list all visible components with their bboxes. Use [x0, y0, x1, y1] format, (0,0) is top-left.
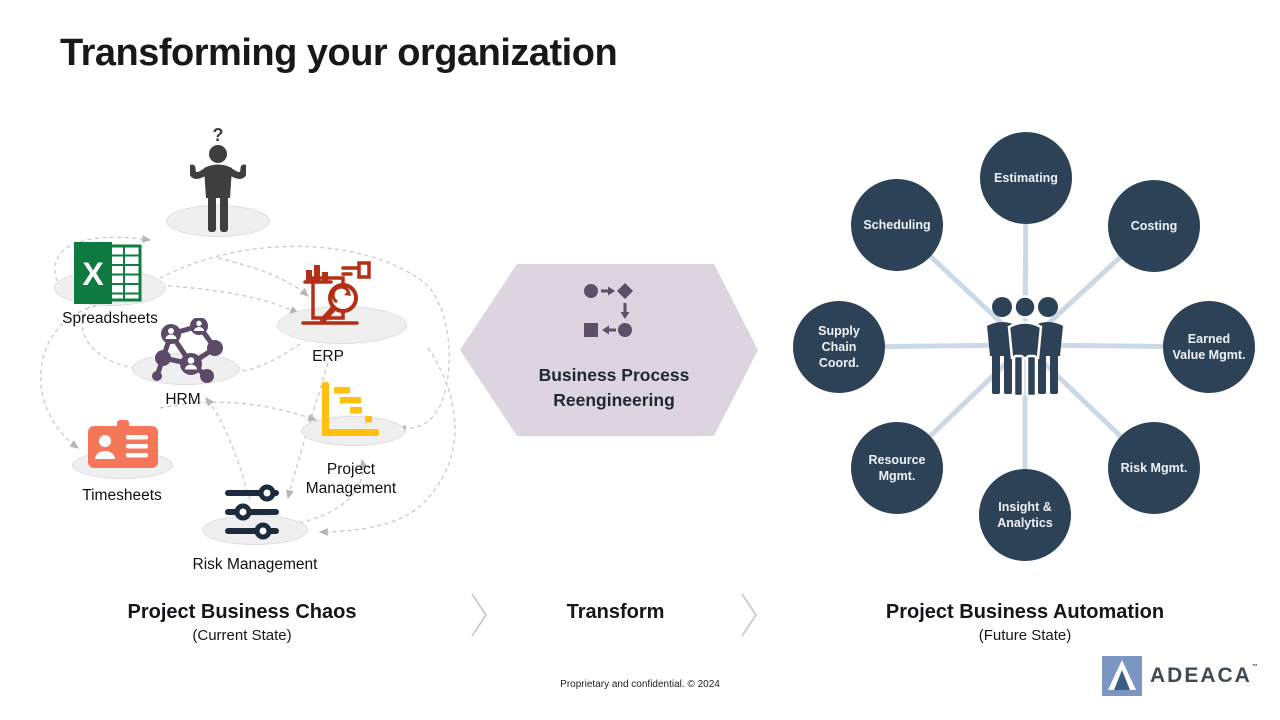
page-title: Transforming your organization [60, 32, 618, 74]
node-estimating: Estimating [980, 132, 1072, 224]
node-scheduling: Scheduling [851, 179, 943, 271]
logo-trademark: ™ [1251, 664, 1258, 670]
hexagon-label-line1: Business Process [538, 365, 690, 385]
chevron-right-icon [471, 593, 487, 637]
footer-confidentiality: Proprietary and confidential. © 2024 [560, 679, 720, 690]
logo-wordmark: ADEACA [1150, 664, 1252, 687]
node-insight: Insight & Analytics [979, 469, 1071, 561]
person-shadow-ellipse [166, 205, 270, 237]
node-earned-value: Earned Value Mgmt. [1163, 301, 1255, 393]
erp-analytics-icon [301, 261, 371, 325]
team-people-icon [987, 295, 1063, 396]
automation-caption-block: Project Business Automation (Future Stat… [830, 600, 1220, 646]
node-resource: Resource Mgmt. [851, 422, 943, 514]
chevron-right-icon [741, 593, 757, 637]
transform-caption-block: Transform [523, 600, 708, 625]
chaos-caption-block: Project Business Chaos (Current State) [60, 600, 424, 646]
node-supply-chain: Supply Chain Coord. [793, 301, 885, 393]
label-project-management: Project Management [305, 461, 397, 497]
chaos-subcaption: (Current State) [192, 627, 292, 644]
label-spreadsheets: Spreadsheets [62, 310, 158, 327]
hexagon-shape [460, 264, 758, 436]
label-erp: ERP [312, 348, 344, 365]
sliders-icon [225, 484, 279, 540]
label-timesheets: Timesheets [82, 487, 162, 504]
id-badge-icon [88, 420, 158, 468]
process-flow-icon [584, 283, 633, 337]
confused-person-icon: ? [190, 126, 246, 232]
label-hrm: HRM [165, 391, 201, 408]
gantt-chart-icon [322, 382, 379, 436]
automation-subcaption: (Future State) [978, 627, 1072, 644]
node-costing: Costing [1108, 180, 1200, 272]
node-risk: Risk Mgmt. [1108, 422, 1200, 514]
transform-caption: Transform [566, 601, 665, 623]
adeaca-logo-icon [1102, 656, 1142, 696]
excel-spreadsheet-icon: X [74, 242, 142, 304]
svg-text:X: X [82, 256, 104, 292]
chaos-dashed-connectors [40, 235, 456, 536]
adeaca-logo-text: ADEACA™ [1150, 664, 1258, 688]
chaos-caption: Project Business Chaos [127, 601, 357, 623]
automation-caption: Project Business Automation [885, 601, 1165, 623]
label-risk-management: Risk Management [192, 556, 318, 573]
question-mark: ? [213, 126, 224, 145]
people-network-icon [152, 318, 223, 383]
hexagon-label-line2: Reengineering [553, 390, 675, 410]
